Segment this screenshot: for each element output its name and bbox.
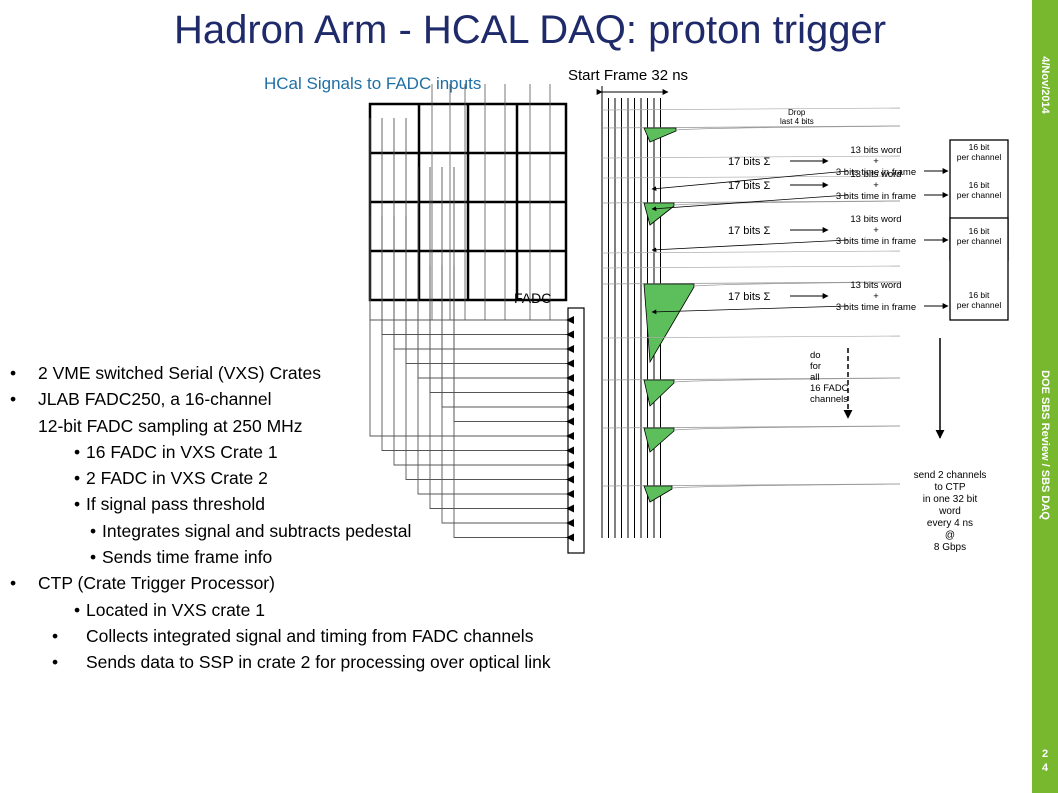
pulse-tail — [673, 377, 901, 383]
integrated-pulse — [643, 283, 695, 364]
feedback-line — [651, 194, 849, 212]
do-label-line: do — [810, 350, 821, 361]
box-label: 16 bit — [969, 142, 990, 152]
word-line: 3 bits time in frame — [836, 191, 916, 202]
bullet-item: 2 FADC in VXS Crate 2 — [22, 465, 642, 492]
integrated-pulse — [643, 202, 675, 226]
bullet-item: 12-bit FADC sampling at 250 MHz — [38, 415, 303, 436]
box-label: 16 bit — [969, 290, 990, 300]
send-label-line: every 4 ns — [927, 518, 973, 529]
pulse-tail — [693, 281, 901, 287]
baseline — [601, 107, 901, 111]
send-label-line: to CTP — [934, 482, 965, 493]
pulse-tail — [675, 125, 901, 131]
do-label-line: channels — [810, 394, 848, 405]
bullet-item: 2 VME switched Serial (VXS) Crates — [10, 360, 642, 387]
sum-label: 17 bits Σ — [728, 225, 770, 237]
bullet-item: Sends time frame info — [22, 544, 642, 571]
do-label-line: all — [810, 372, 820, 383]
word-line: 3 bits time in frame — [836, 236, 916, 247]
cable-line — [417, 167, 568, 379]
cable-line — [369, 216, 568, 437]
word-line: + — [873, 291, 879, 302]
fadc-input-arrow — [566, 417, 574, 426]
word-line: 13 bits word — [850, 214, 901, 225]
word-line: 13 bits word — [850, 280, 901, 291]
box-label: per channel — [957, 152, 1002, 162]
bullet-item: Integrates signal and subtracts pedestal — [22, 518, 642, 545]
sum-label: 17 bits Σ — [728, 156, 770, 168]
word-line: 3 bits time in frame — [836, 302, 916, 313]
integrated-pulse — [643, 427, 675, 453]
feedback-line — [651, 239, 849, 253]
integrated-pulse — [643, 379, 675, 407]
fadc-input-arrow — [566, 316, 574, 324]
bullet-item: If signal pass threshold — [22, 491, 642, 518]
baseline — [601, 155, 901, 159]
hcal-module-grid — [368, 102, 568, 302]
baseline — [601, 175, 901, 179]
word-line: + — [873, 156, 879, 167]
slide-title: Hadron Arm - HCAL DAQ: proton trigger — [173, 8, 887, 52]
word-line: + — [873, 180, 879, 191]
waveform-traces — [601, 98, 901, 538]
integrated-pulse — [643, 127, 677, 143]
sidebar-review-text: DOE SBS Review / SBS DAQ — [1039, 370, 1051, 520]
send-label-line: word — [938, 506, 961, 517]
pulse-tail — [671, 483, 901, 489]
box-label: 16 bit — [969, 226, 990, 236]
bullet-item: Sends data to SSP in crate 2 for process… — [22, 649, 642, 675]
start-frame-label: Start Frame 32 ns — [568, 67, 688, 84]
do-label-line: for — [810, 361, 821, 372]
fadc-input-arrow — [566, 330, 574, 339]
integrated-pulse — [643, 485, 673, 503]
feedback-line — [651, 305, 849, 315]
box-label: 16 bit — [969, 180, 990, 190]
baseline — [601, 250, 901, 254]
drop-label-1: Drop — [788, 108, 806, 117]
send-label-line: 8 Gbps — [934, 542, 966, 553]
fadc-label: FADC — [514, 290, 551, 306]
bullet-item: JLAB FADC250, a 16-channel — [10, 386, 642, 413]
word-line: 13 bits word — [850, 145, 901, 156]
sum-label: 17 bits Σ — [728, 180, 770, 192]
send-label-line: @ — [945, 530, 955, 541]
word-line: + — [873, 225, 879, 236]
drop-label-2: last 4 bits — [780, 117, 814, 126]
feedback-line — [651, 170, 849, 191]
send-label-line: in one 32 bit — [923, 494, 978, 505]
diagram-subtitle: HCal Signals to FADC inputs — [264, 74, 482, 93]
sum-rows: 17 bits Σ13 bits word+3 bits time in fra… — [651, 145, 949, 315]
word-line: 13 bits word — [850, 169, 901, 180]
send-label-line: send 2 channels — [914, 470, 987, 481]
sum-label: 17 bits Σ — [728, 291, 770, 303]
box-label: per channel — [957, 190, 1002, 200]
bullet-item: Located in VXS crate 1 — [22, 597, 642, 624]
channel-output-boxes — [949, 139, 1009, 321]
bullet-list: 2 VME switched Serial (VXS) CratesJLAB F… — [10, 360, 642, 676]
bullet-item: Collects integrated signal and timing fr… — [22, 623, 642, 649]
fadc-input-arrow — [566, 345, 574, 353]
sidebar-date-text: 4/Nov/2014 — [1039, 56, 1051, 114]
baseline — [601, 265, 901, 269]
bullet-item: CTP (Crate Trigger Processor) — [10, 570, 642, 597]
box-label: per channel — [957, 300, 1002, 310]
sidebar-review-label: DOE SBS Review / SBS DAQ — [1032, 300, 1058, 590]
sidebar-date: 4/Nov/2014 — [1032, 25, 1058, 145]
sidebar-band — [1032, 0, 1058, 793]
baseline — [601, 335, 901, 339]
bullet-item: 16 FADC in VXS Crate 1 — [22, 439, 642, 466]
do-label-line: 16 FADC — [810, 383, 849, 394]
word-line: 3 bits time in frame — [836, 167, 916, 178]
pulse-tail — [673, 425, 901, 431]
box-label: per channel — [957, 236, 1002, 246]
